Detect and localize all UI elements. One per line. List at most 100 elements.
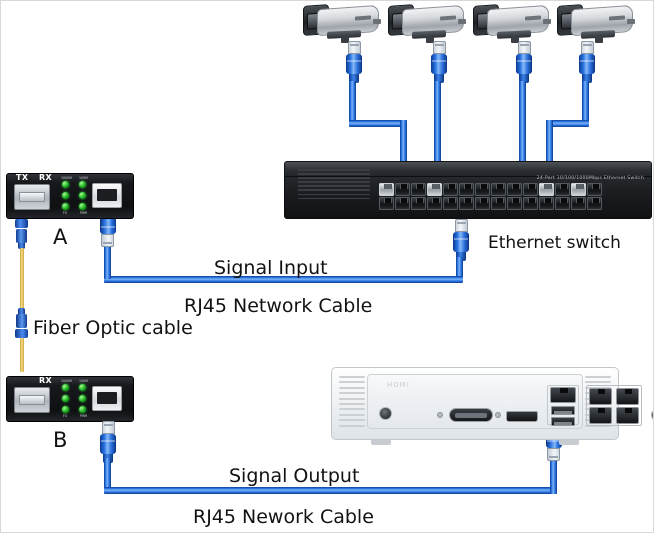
media-converter-a: TX RX 1000M 100M FDX/COL LINK/ACT FX PWR <box>6 173 134 219</box>
nvr-poe-port-1[interactable] <box>589 388 612 405</box>
switch-port-27[interactable] <box>571 197 586 210</box>
switch-port-2[interactable] <box>395 183 410 196</box>
sc-body <box>16 229 27 243</box>
converter-a-rj45-port[interactable] <box>92 183 122 208</box>
sc-ferrule <box>15 329 28 338</box>
switch-port-21[interactable] <box>475 197 490 210</box>
rj45-pins <box>103 423 113 426</box>
fiber-optic-cable <box>20 248 24 310</box>
camera-4-cable-drop <box>546 120 553 175</box>
switch-port-12[interactable] <box>555 183 570 196</box>
switch-port-8[interactable] <box>491 183 506 196</box>
led-fx <box>62 203 69 210</box>
switch-port-1[interactable] <box>379 183 394 196</box>
nvr-vent-left <box>339 376 365 430</box>
converter-a-led-label-fx: FX <box>63 211 68 215</box>
switch-port-24[interactable] <box>523 197 538 210</box>
fiber-optic-cable-label: Fiber Optic cable <box>33 317 193 339</box>
rj45-plug <box>347 41 361 54</box>
signal-output-label: Signal Output <box>229 465 360 487</box>
switch-port-7[interactable] <box>475 183 490 196</box>
camera-1-cable-vertical <box>349 81 356 123</box>
switch-model-text: 24-Port 10/100/1000Mbps Ethernet Switch <box>536 176 644 181</box>
switch-port-3[interactable] <box>411 183 426 196</box>
rj45-pins <box>103 242 113 245</box>
rj45-pins <box>456 221 466 224</box>
rj45-pins <box>519 43 529 46</box>
switch-port-15[interactable] <box>379 197 394 210</box>
converter-b-rj45-port[interactable] <box>92 386 122 411</box>
nvr-poe-port-2[interactable] <box>616 388 639 405</box>
sc-boot <box>18 308 25 314</box>
rj45-connector-converter-b <box>100 421 116 463</box>
rj45-boot <box>516 54 532 74</box>
network-video-recorder: HDMI <box>331 367 653 445</box>
ip-camera-4 <box>557 3 635 47</box>
nvr-vga-port[interactable] <box>449 408 493 422</box>
rj45-plug <box>101 421 115 434</box>
led-100m <box>79 181 86 188</box>
rj45-connector-camera-2 <box>431 41 447 83</box>
switch-port-23[interactable] <box>507 197 522 210</box>
nvr-poe-port-4[interactable] <box>616 407 639 424</box>
switch-port-28[interactable] <box>587 197 602 210</box>
rj45-plug <box>101 234 115 247</box>
ip-camera-3 <box>473 3 551 47</box>
led-pwr <box>79 203 86 210</box>
signal-input-label: Signal Input <box>214 257 328 279</box>
switch-port-16[interactable] <box>395 197 410 210</box>
switch-port-11[interactable] <box>539 183 554 196</box>
converter-a-led-label-pwr: PWR <box>80 211 88 215</box>
nvr-hdmi-port[interactable] <box>506 411 538 422</box>
nvr-power-jack[interactable] <box>379 407 392 420</box>
signal-input-cable-vertical-left <box>104 245 111 279</box>
nvr-poe-port-3[interactable] <box>589 407 612 424</box>
rj45-plug <box>547 448 561 461</box>
switch-port-14[interactable] <box>587 183 602 196</box>
led-1000m <box>62 181 69 188</box>
switch-port-9[interactable] <box>507 183 522 196</box>
converter-a-letter: A <box>53 225 68 249</box>
camera-brand-plate <box>609 15 625 21</box>
ethernet-switch-label: Ethernet switch <box>488 233 621 253</box>
switch-port-5[interactable] <box>443 183 458 196</box>
camera-cable-tail <box>458 19 466 24</box>
switch-port-20[interactable] <box>459 197 474 210</box>
nvr-lan-port[interactable] <box>550 387 576 403</box>
switch-port-13[interactable] <box>571 183 586 196</box>
switch-port-26[interactable] <box>555 197 570 210</box>
rj45-network-cable-label-top: RJ45 Network Cable <box>184 295 373 317</box>
switch-port-4[interactable] <box>427 183 442 196</box>
led-link-act <box>79 395 86 402</box>
nvr-foot-right <box>559 440 579 445</box>
nvr-usb-port-2[interactable] <box>551 417 575 426</box>
converter-b-led-label-100m: 100M <box>79 379 88 383</box>
rj45-plug <box>580 41 594 54</box>
signal-input-cable-horizontal <box>104 276 463 283</box>
converter-b-led-label-fx: FX <box>63 414 68 418</box>
switch-port-17[interactable] <box>411 197 426 210</box>
switch-port-19[interactable] <box>443 197 458 210</box>
camera-mount <box>341 36 349 43</box>
converter-b-sfp-module <box>14 387 50 413</box>
rj45-pins <box>434 43 444 46</box>
rj45-neck <box>582 74 592 83</box>
sc-connector-b-bottom <box>15 308 28 338</box>
camera-brand-plate <box>440 15 456 21</box>
sc-ferrule <box>15 219 28 228</box>
camera-cable-tail <box>627 19 635 24</box>
switch-port-10[interactable] <box>523 183 538 196</box>
camera-1-cable-drop <box>400 120 407 175</box>
nvr-foot-left <box>371 440 391 445</box>
converter-b-led-label-1000m: 1000M <box>61 379 72 383</box>
led-pwr <box>79 406 86 413</box>
nvr-usb-port-1[interactable] <box>551 406 575 415</box>
switch-port-6[interactable] <box>459 183 474 196</box>
ip-camera-1 <box>303 3 381 47</box>
switch-port-18[interactable] <box>427 197 442 210</box>
rj45-connector-camera-4 <box>579 41 595 83</box>
switch-port-25[interactable] <box>539 197 554 210</box>
nvr-silkscreen-text: HDMI <box>387 381 410 389</box>
switch-port-22[interactable] <box>491 197 506 210</box>
